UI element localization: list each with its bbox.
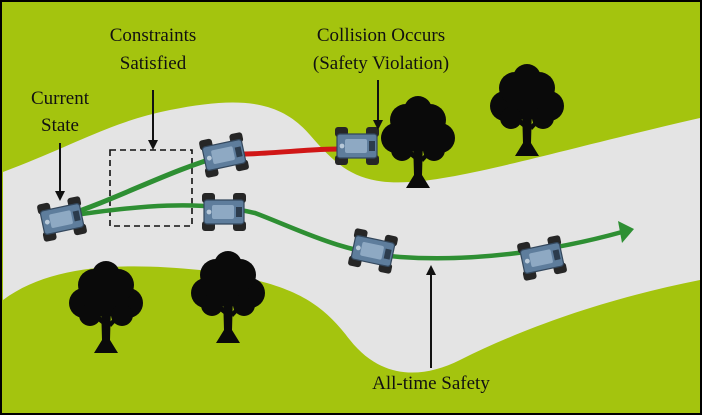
safe-trajectory-arrowhead <box>618 221 634 243</box>
current-state-label-line1: Current <box>31 88 90 109</box>
all-time-safety-label: All-time Safety <box>372 373 490 394</box>
current-state-label-line2: State <box>41 115 79 136</box>
constraint-box <box>109 149 193 227</box>
collision-label-line1: Collision Occurs <box>317 25 445 46</box>
constraints-label-line1: Constraints <box>110 25 197 46</box>
collision-label-line2: (Safety Violation) <box>313 53 449 74</box>
constraints-label-line2: Satisfied <box>120 53 187 74</box>
